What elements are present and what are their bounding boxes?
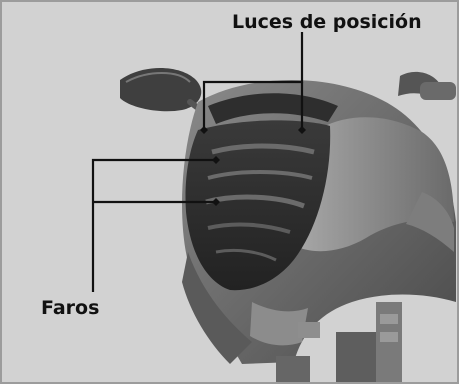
headlights-label: Faros <box>37 299 103 318</box>
left-mirror <box>120 68 206 114</box>
position-lights-label: Luces de posición <box>228 13 426 32</box>
right-handlebar <box>398 72 456 100</box>
